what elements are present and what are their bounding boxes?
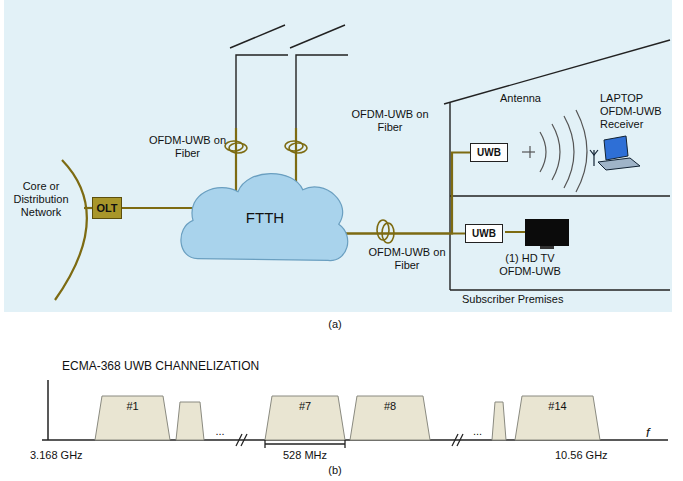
- axis-label: f: [646, 426, 650, 439]
- node-text: FTTH: [246, 209, 284, 226]
- ellipsis: ...: [205, 425, 235, 438]
- olt-box: OLT: [92, 197, 122, 219]
- uwb-box: UWB: [465, 224, 503, 243]
- fiber-line: [235, 128, 237, 200]
- laptop-icon: [590, 136, 640, 170]
- chart-title: ECMA-368 UWB CHANNELIZATION: [62, 360, 259, 373]
- ellipsis: ...: [465, 425, 490, 438]
- uwb-box: UWB: [470, 143, 508, 162]
- panel-label: (a): [300, 318, 370, 331]
- node-text: UWB: [477, 147, 501, 158]
- link-label: OFDM-UWB on Fiber: [145, 134, 230, 160]
- fiber-link: [333, 232, 465, 234]
- region-label: Subscriber Premises: [462, 293, 563, 306]
- frequency-label: 3.168 GHz: [30, 449, 83, 462]
- frequency-label: 10.56 GHz: [555, 449, 608, 462]
- fiber-line: [84, 207, 92, 209]
- core-network-curve: [55, 160, 87, 300]
- fiber-link: [333, 153, 470, 234]
- link-label: OFDM-UWB on Fiber: [345, 108, 435, 134]
- channel-number: #8: [350, 400, 430, 413]
- radio-waves: [522, 110, 587, 192]
- panel-ground: [4, 0, 672, 312]
- part-name: Antenna: [500, 92, 541, 105]
- fiber-lines: [55, 128, 296, 300]
- fiber-link: [122, 207, 197, 209]
- tv-icon: [505, 219, 569, 249]
- network-label: Core or Distribution Network: [8, 180, 74, 219]
- channel-number: #7: [265, 400, 345, 413]
- dimension-label: 528 MHz: [265, 449, 345, 462]
- node-text: UWB: [472, 228, 496, 239]
- channel-number: #14: [515, 400, 600, 413]
- spectrum: [42, 380, 668, 448]
- device-label: (1) HD TV OFDM-UWB: [490, 252, 570, 278]
- ftth-cloud: FTTH: [175, 165, 355, 270]
- channel-number: #1: [95, 400, 170, 413]
- link-label: OFDM-UWB on Fiber: [362, 246, 452, 272]
- device-label: LAPTOP OFDM-UWB Receiver: [600, 92, 670, 131]
- panel-label: (b): [300, 464, 370, 477]
- node-text: OLT: [96, 202, 117, 214]
